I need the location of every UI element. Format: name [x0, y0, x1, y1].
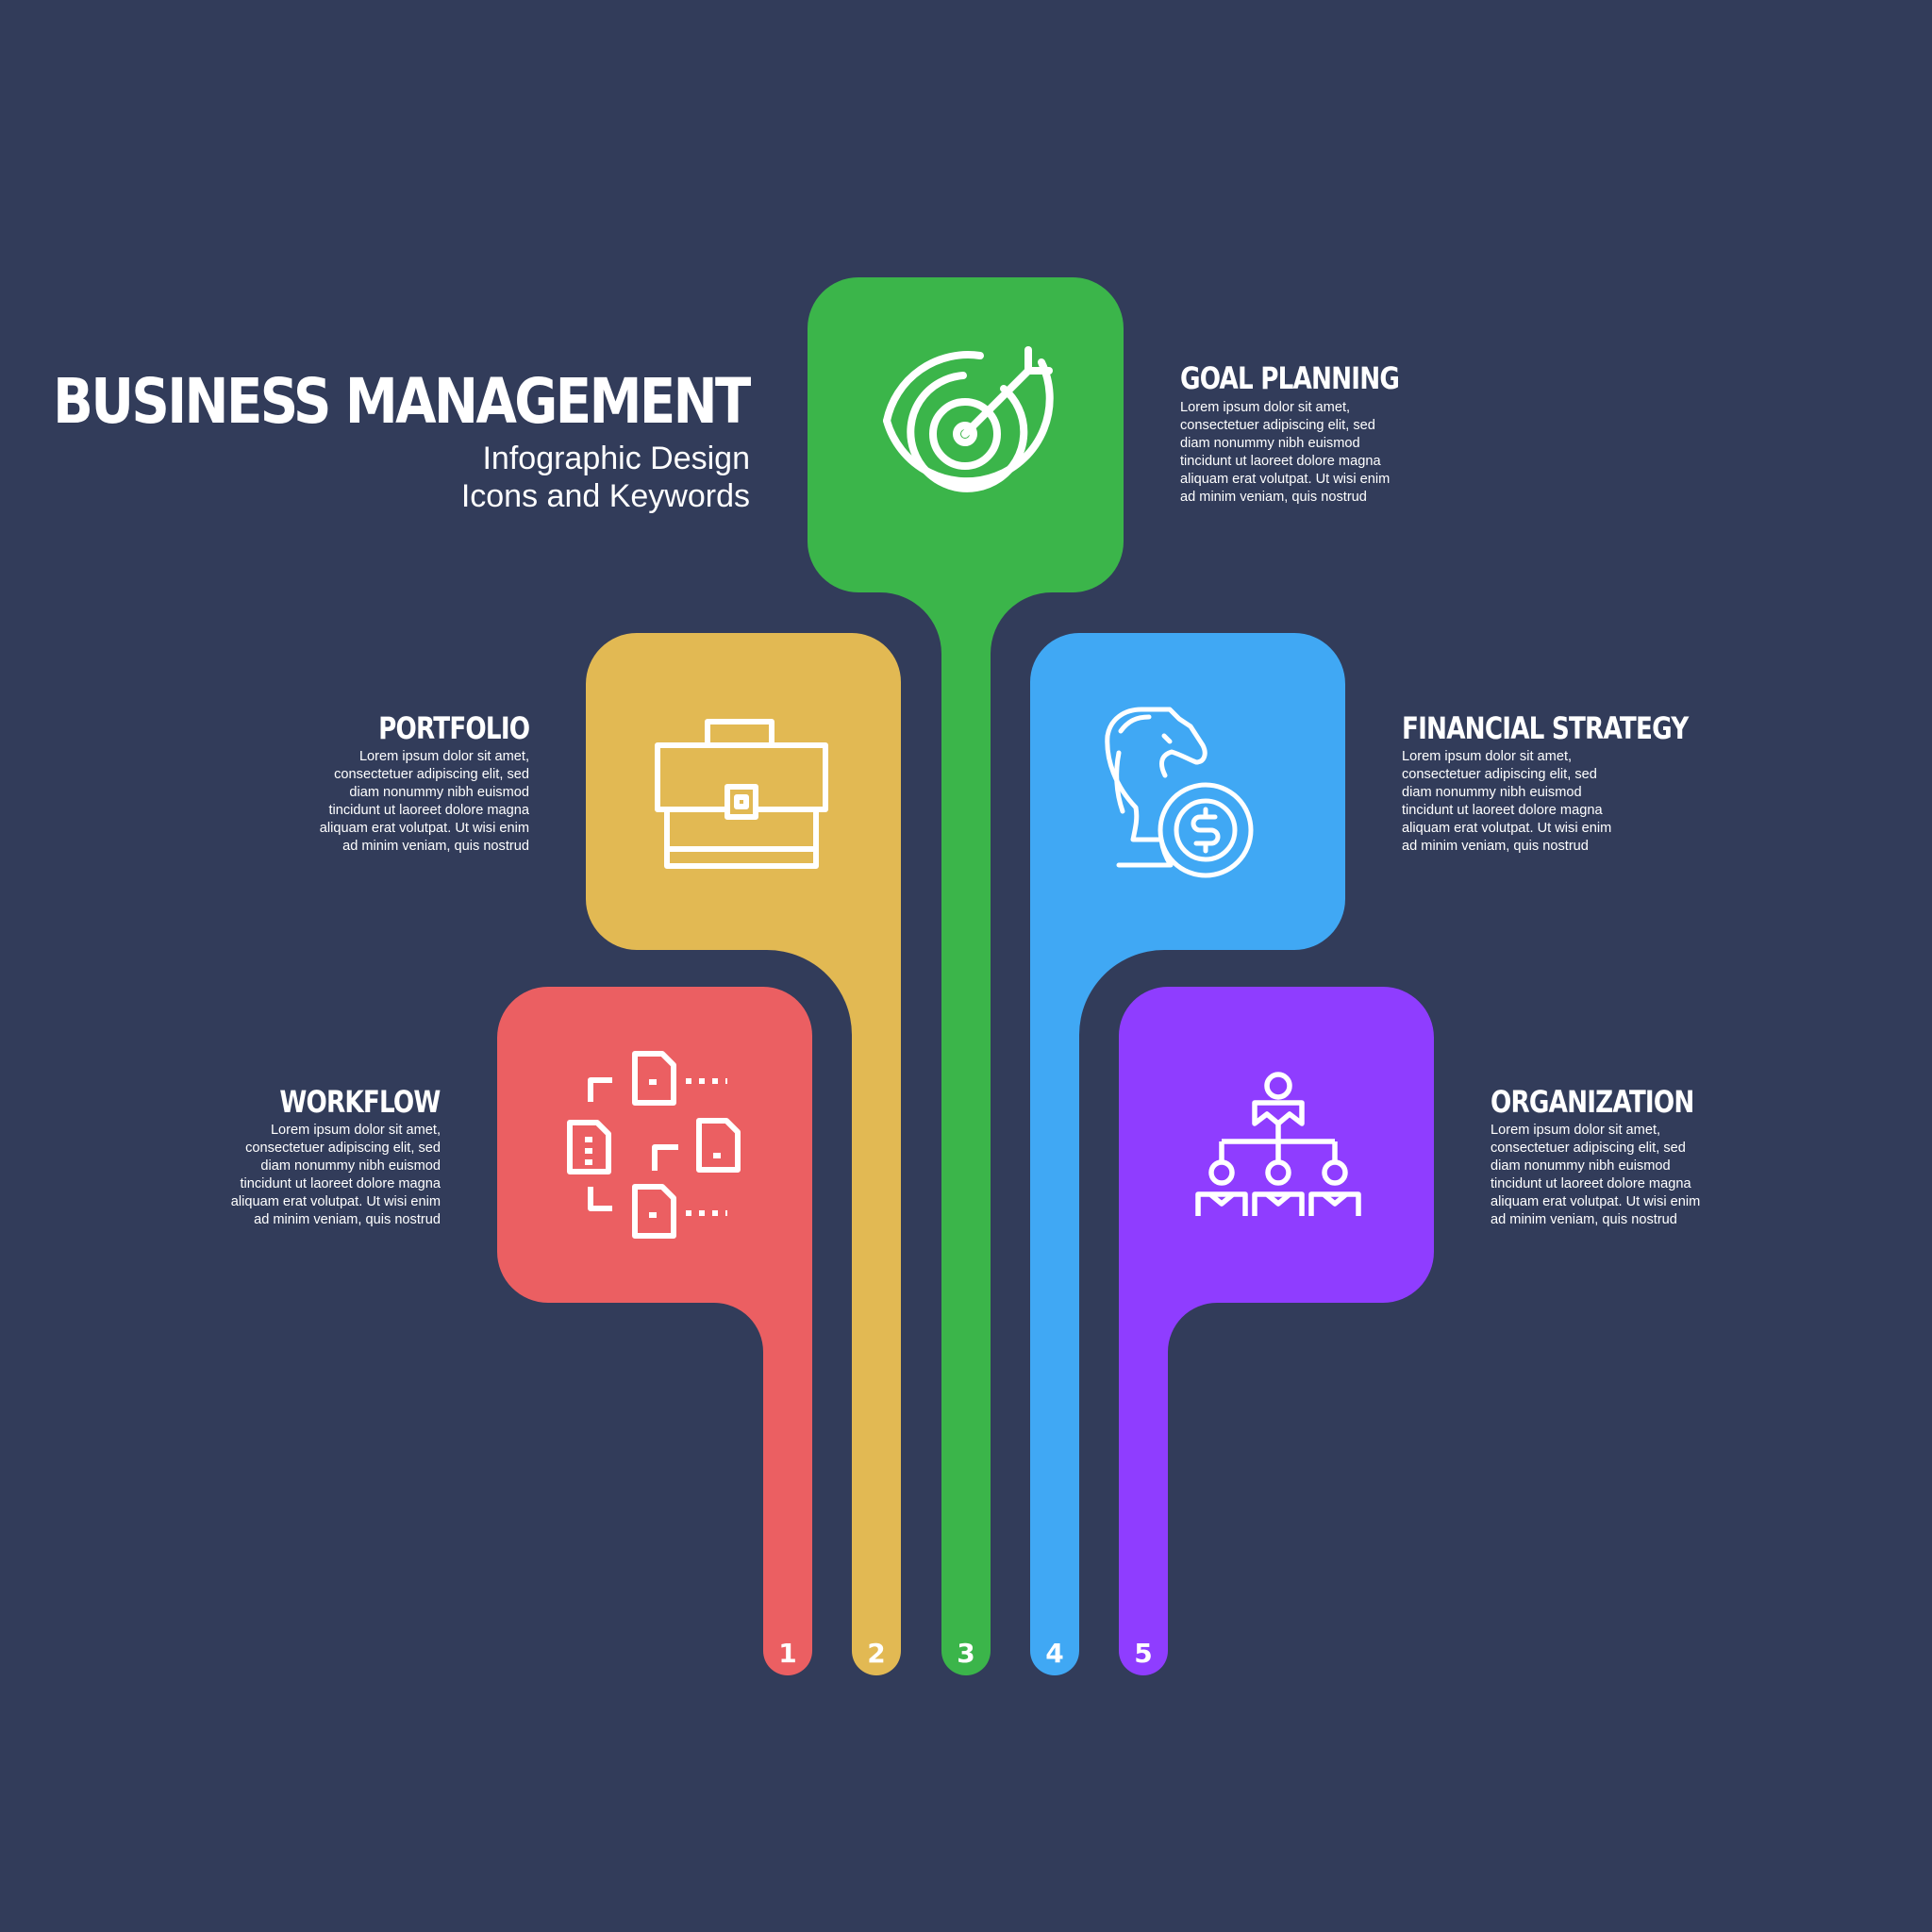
organization-panel: [1119, 987, 1434, 1675]
portfolio-text: Lorem ipsum dolor sit amet, consectetuer…: [319, 749, 529, 854]
stem-number-3: 3: [957, 1638, 974, 1669]
main-title: BUSINESS MANAGEMENT: [53, 365, 751, 438]
goal-planning-text: Lorem ipsum dolor sit amet, consectetuer…: [1180, 400, 1391, 505]
workflow-icon: [567, 1051, 741, 1239]
financial-strategy-title: FINANCIAL STRATEGY: [1402, 710, 1689, 746]
stem-number-1: 1: [778, 1638, 796, 1669]
portfolio-panel: [586, 633, 901, 1675]
organization-text: Lorem ipsum dolor sit amet, consectetuer…: [1491, 1123, 1701, 1227]
org-chart-icon: [1195, 1072, 1361, 1216]
chess-knight-dollar-icon: [1105, 707, 1254, 878]
stem-number-2: 2: [867, 1638, 885, 1669]
financial-strategy-panel: [1030, 633, 1345, 1675]
workflow-title: WORKFLOW: [279, 1084, 441, 1120]
organization-title: ORGANIZATION: [1491, 1084, 1694, 1120]
workflow-panel: [497, 987, 812, 1675]
target-icon: [883, 346, 1054, 492]
workflow-text: Lorem ipsum dolor sit amet, consectetuer…: [230, 1123, 441, 1227]
goal-planning-title: GOAL PLANNING: [1180, 360, 1400, 396]
briefcase-icon: [655, 719, 828, 869]
stem-number-5: 5: [1134, 1638, 1152, 1669]
stem-number-4: 4: [1045, 1638, 1063, 1669]
goal-planning-panel: [808, 277, 1124, 1675]
financial-strategy-text: Lorem ipsum dolor sit amet, consectetuer…: [1402, 749, 1612, 854]
portfolio-title: PORTFOLIO: [377, 710, 530, 746]
subtitle-line-1: Infographic Design: [482, 441, 750, 476]
subtitle-line-2: Icons and Keywords: [460, 478, 750, 514]
